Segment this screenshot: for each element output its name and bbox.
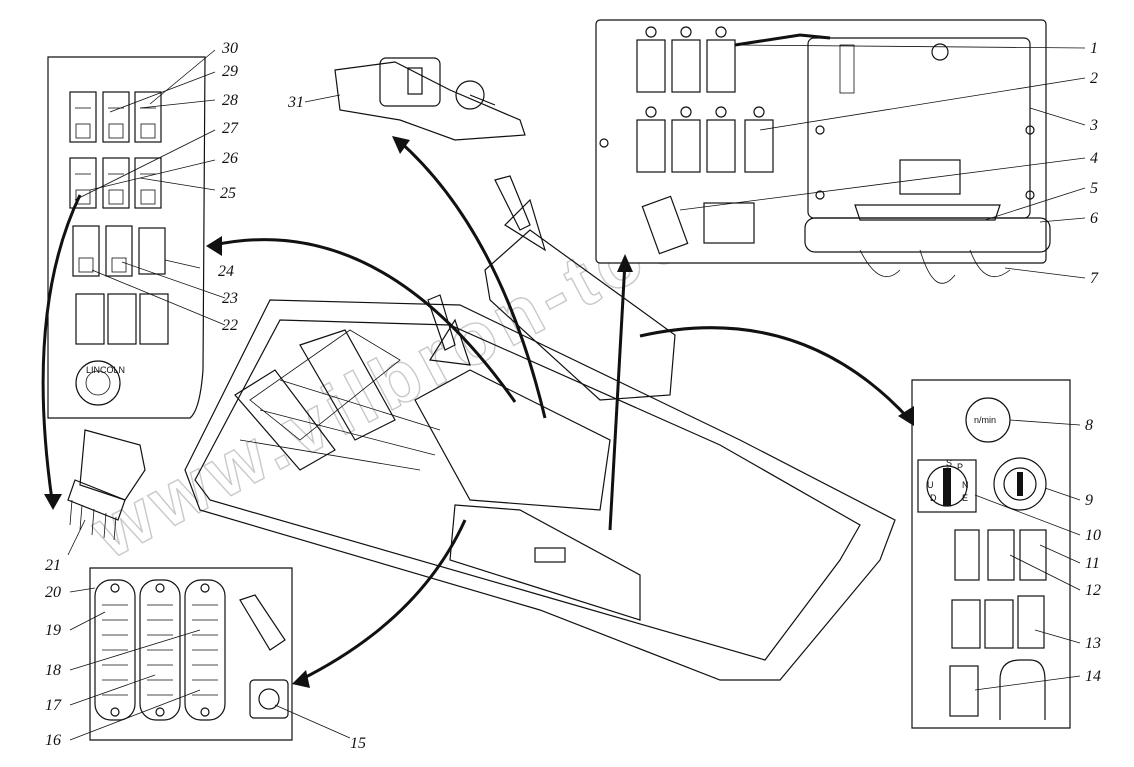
callout-25: 25 [220,185,236,202]
svg-text:n/min: n/min [974,415,996,425]
relay-panel [595,19,1051,284]
ignition-key-switch [993,457,1047,511]
rocker-switch-row-3 [72,225,166,277]
callout-28: 28 [222,92,238,109]
svg-text:N: N [962,480,969,490]
svg-text:S: S [946,458,952,468]
callout-31: 31 [287,94,304,111]
blank-plugs [75,293,169,345]
joystick-bracket-detail [334,57,526,141]
svg-text:E: E [962,493,968,503]
callout-14: 14 [1085,668,1101,685]
right-instrument-panel: n/min S P U D N E 2 [911,379,1071,729]
callout-11: 11 [1085,555,1100,572]
callout-22: 22 [222,317,238,334]
callout-26: 26 [222,150,238,167]
callout-23: 23 [222,290,238,307]
callout-17: 17 [45,697,62,714]
callout-15: 15 [350,735,366,752]
svg-text:U: U [927,480,934,490]
rocker-switch-row-2 [69,157,162,209]
reference-arrows [41,136,914,688]
rocker-switch-row-1 [69,91,162,143]
svg-text:D: D [930,493,937,503]
callout-16: 16 [45,732,61,749]
callout-27: 27 [222,120,239,137]
callout-24: 24 [218,263,234,280]
lincoln-lube-button: LINCOLN [75,360,125,406]
callout-21: 21 [45,557,61,574]
callout-13: 13 [1085,635,1101,652]
gear-selector-switch: S P U D N E 2 [917,458,977,513]
callout-8: 8 [1085,417,1093,434]
svg-text:LINCOLN: LINCOLN [86,365,125,375]
callout-20: 20 [45,584,61,601]
cab-floor-assembly [184,175,896,681]
callout-12: 12 [1085,582,1101,599]
callout-1: 1 [1090,40,1098,57]
leader-lines [67,44,1086,741]
callout-numbers: 1 2 3 4 5 6 7 8 9 10 11 12 13 14 15 16 1… [45,40,1101,752]
fuse-panel [89,567,293,741]
callout-18: 18 [45,662,61,679]
callout-30: 30 [221,40,238,57]
callout-9: 9 [1085,492,1093,509]
callout-7: 7 [1090,270,1099,287]
callout-10: 10 [1085,527,1101,544]
callout-6: 6 [1090,210,1098,227]
left-switch-panel: LINCOLN [47,56,206,419]
callout-19: 19 [45,622,61,639]
svg-text:P: P [957,462,963,472]
rocker-switch-detail [67,429,146,541]
callout-29: 29 [222,63,238,80]
svg-text:2: 2 [945,466,950,476]
callout-3: 3 [1089,117,1098,134]
callout-5: 5 [1090,180,1098,197]
relays-row-2 [636,106,774,173]
callout-2: 2 [1090,70,1098,87]
relays-row-1 [636,26,736,93]
callout-4: 4 [1090,150,1098,167]
